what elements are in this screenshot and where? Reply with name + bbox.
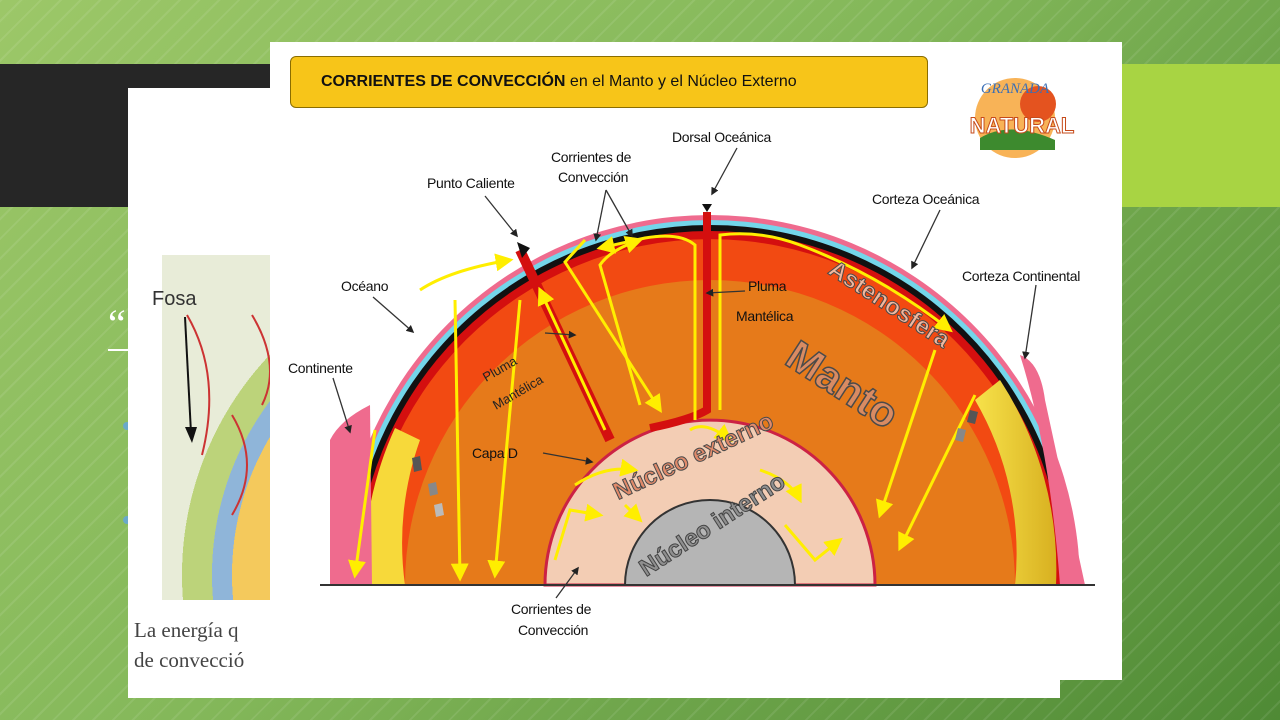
convection-arrows	[348, 232, 977, 582]
corrientes-bottom-label-2: Convección	[518, 622, 589, 638]
corrientes-top-label-2: Convección	[558, 169, 629, 185]
continental-block-left	[363, 428, 420, 585]
logo	[975, 78, 1056, 158]
diagram-title-bold: CORRIENTES DE CONVECCIÓN	[321, 73, 566, 90]
background-caption-line: La energía q	[134, 618, 239, 642]
title-underline	[108, 349, 138, 351]
subduction-fragments	[412, 410, 978, 517]
diagram-title-banner: CORRIENTES DE CONVECCIÓN en el Manto y e…	[290, 56, 928, 108]
pluma-right-label-1: Pluma	[748, 278, 787, 294]
corrientes-top-label-1: Corrientes de	[551, 149, 632, 165]
continent-left	[330, 405, 372, 585]
pluma-right-label-2: Mantélica	[736, 308, 794, 324]
continent-right	[1020, 355, 1085, 585]
continental-block	[975, 380, 1057, 585]
fosa-label: Fosa	[152, 288, 197, 310]
capa-d-label: Capa D	[472, 445, 518, 461]
fosa-arrow	[184, 316, 197, 443]
inner-core	[623, 499, 797, 586]
bullet-dot	[123, 422, 131, 430]
punto-caliente-label: Punto Caliente	[427, 175, 515, 191]
lime-header-band	[1110, 64, 1280, 207]
corteza-oceanica-label: Corteza Oceánica	[872, 191, 980, 207]
corrientes-bottom-label-1: Corrientes de	[511, 601, 592, 617]
bullet-dot	[123, 516, 131, 524]
oceano-label: Océano	[341, 278, 389, 294]
label-pointers	[332, 147, 1037, 599]
logo-main-text: NATURAL	[970, 113, 1075, 138]
slide-title-fragment: “	[108, 301, 126, 346]
diagram-title-rest: en el Manto y el Núcleo Externo	[565, 73, 797, 90]
dorsal-oceanica-label: Dorsal Oceánica	[672, 129, 771, 145]
background-caption-line: de convecció	[134, 648, 245, 672]
continente-label: Continente	[288, 360, 353, 376]
corteza-continental-label: Corteza Continental	[962, 268, 1081, 284]
logo-top-text: GRANADA	[981, 81, 1050, 97]
